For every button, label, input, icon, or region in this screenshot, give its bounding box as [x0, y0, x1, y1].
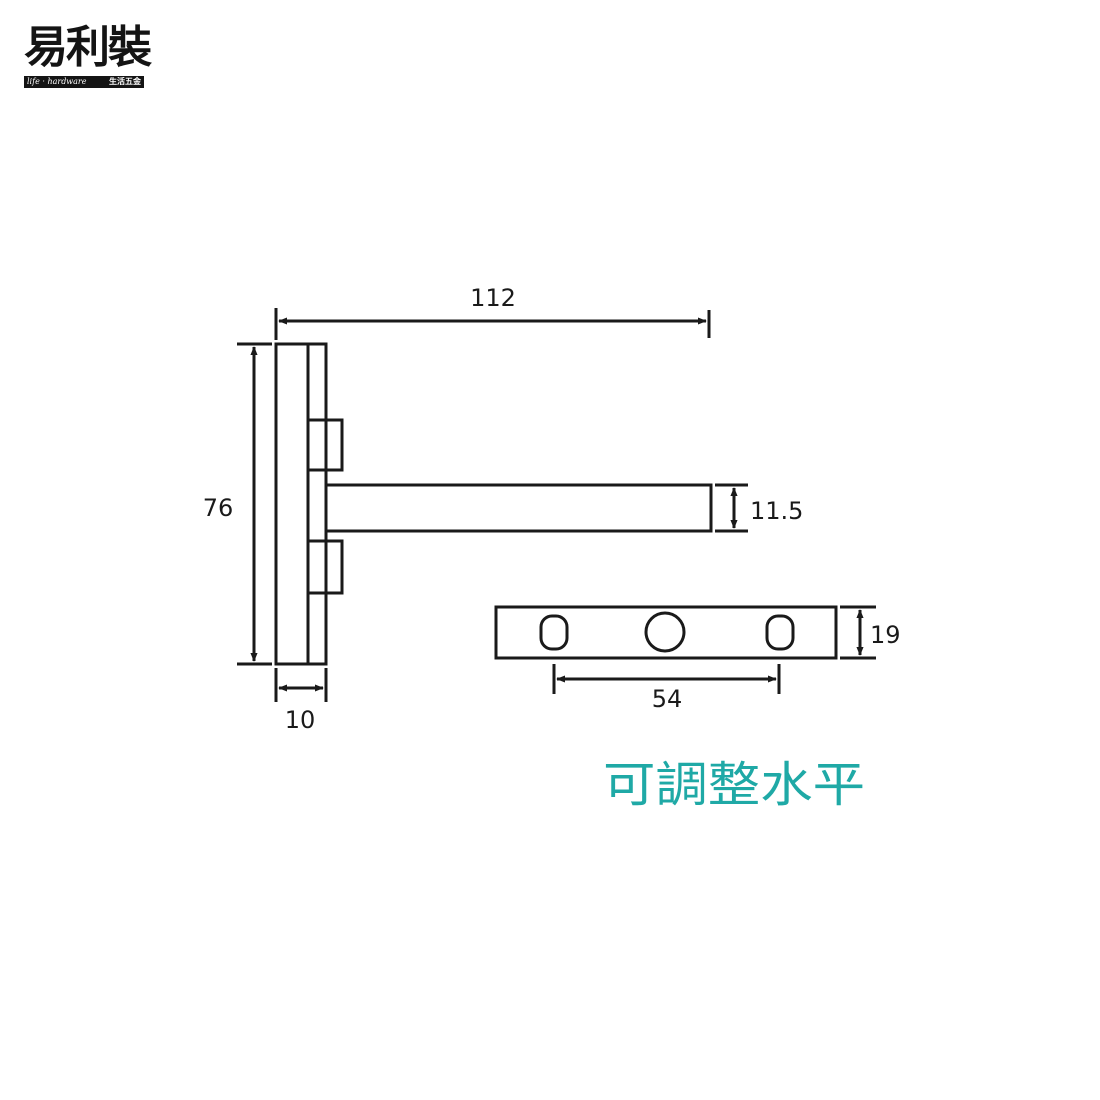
wall-plate [274, 342, 328, 666]
mounting-plate [494, 605, 838, 660]
right-slot-hole [765, 614, 795, 651]
adjustable-level-caption: 可調整水平 [603, 757, 865, 813]
hole-spacing-label: 54 [652, 685, 683, 713]
plate-width-label: 19 [870, 621, 901, 649]
lower-mount-block [306, 539, 344, 595]
brand-logo: 易利裝 life · hardware 生活五金 [24, 22, 152, 88]
length-label: 112 [470, 284, 516, 312]
dimension-annotations: 112 76 10 11.5 19 54 [203, 284, 901, 734]
left-slot-hole [539, 614, 569, 651]
height-label: 76 [203, 494, 234, 522]
brand-tagline-bar: life · hardware 生活五金 [24, 76, 144, 88]
brand-tagline-en: life · hardware [27, 77, 87, 86]
support-arm [324, 483, 713, 533]
arm-height-label: 11.5 [750, 497, 803, 525]
bracket-side-view [274, 342, 713, 666]
brand-name: 易利裝 [24, 22, 152, 73]
thickness-label: 10 [285, 706, 316, 734]
mounting-plate-view [494, 605, 838, 660]
brand-tagline-zh: 生活五金 [109, 77, 141, 86]
center-hole [644, 611, 686, 653]
upper-mount-block [306, 418, 344, 472]
